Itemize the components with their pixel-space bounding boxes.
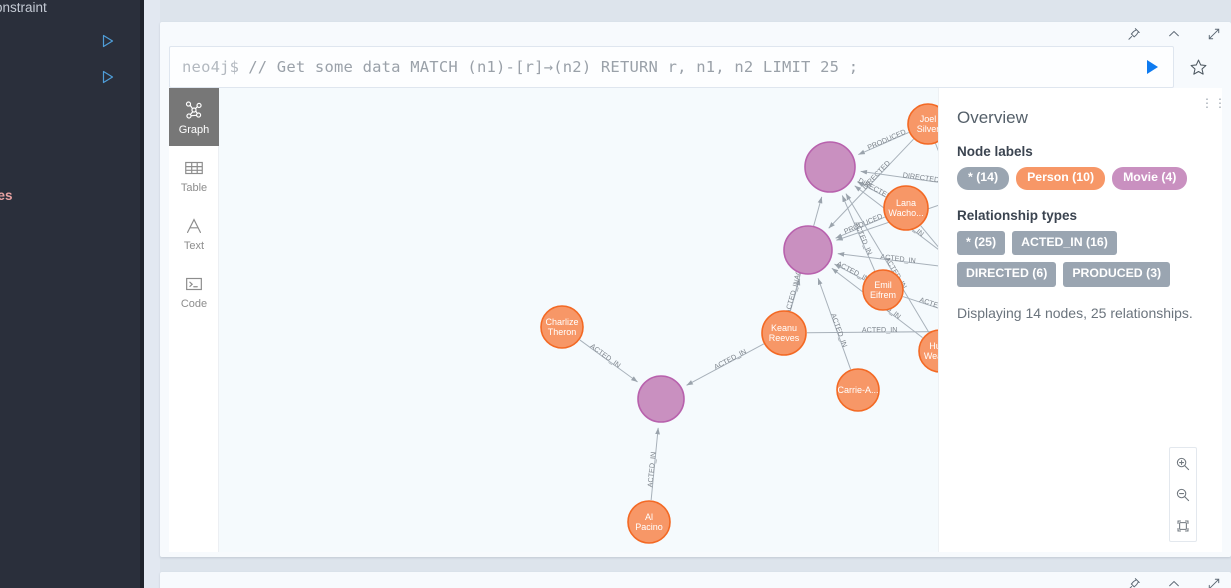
result-area: Graph Table Text: [169, 88, 1222, 552]
tab-code-label: Code: [180, 297, 208, 310]
graph-relationship[interactable]: [837, 252, 942, 267]
graph-relationship[interactable]: [828, 138, 914, 229]
result-view-tabs: Graph Table Text: [169, 88, 219, 552]
overview-status: Displaying 14 nodes, 25 relationships.: [957, 304, 1193, 321]
sidebar-divider: [140, 0, 144, 588]
play-triangle-icon[interactable]: [100, 33, 116, 49]
run-query-button[interactable]: [1137, 52, 1167, 82]
relationship-type-chip-2[interactable]: DIRECTED (6): [957, 262, 1057, 287]
zoom-in-icon[interactable]: [1170, 448, 1196, 479]
resize-handle-icon[interactable]: ⋮⋮: [1201, 96, 1222, 110]
sidebar-gutter: [144, 0, 160, 588]
chevron-up-icon[interactable]: [1165, 575, 1183, 588]
relationship-label: ACTED_IN: [829, 312, 849, 349]
tab-graph[interactable]: Graph: [169, 88, 219, 146]
relationship-types-heading: Relationship types: [957, 207, 1078, 223]
table-icon: [183, 157, 205, 179]
query-editor-row: neo4j$ // Get some data MATCH (n1)-[r]→(…: [169, 46, 1222, 88]
graph-node[interactable]: [637, 375, 685, 423]
relationship-label: ACTED_IN: [588, 342, 622, 370]
expand-icon[interactable]: [1205, 575, 1223, 588]
relationship-label: DIRECTED: [902, 170, 940, 184]
graph-node[interactable]: [804, 141, 856, 193]
relationship-type-chip-3[interactable]: PRODUCED (3): [1063, 262, 1171, 287]
zoom-out-icon[interactable]: [1170, 479, 1196, 510]
graph-relationship[interactable]: [835, 216, 886, 239]
text-icon: [183, 215, 205, 237]
tab-table-label: Table: [180, 181, 208, 194]
graph-relationship[interactable]: [858, 131, 909, 156]
graph-zoom-controls: [1169, 447, 1197, 542]
chevron-up-icon[interactable]: [1165, 25, 1183, 43]
graph-relationship[interactable]: [579, 339, 638, 383]
expand-icon[interactable]: [1205, 25, 1223, 43]
graph-relationship[interactable]: [650, 427, 660, 501]
graph-visualization[interactable]: PRODUCEDDIRECTEDPRODUCEDDIRECTEDDIRECTED…: [219, 88, 1222, 552]
graph-node[interactable]: LanaWacho...: [883, 185, 929, 231]
pin-icon[interactable]: [1125, 575, 1143, 588]
graph-relationship[interactable]: [834, 263, 865, 281]
node-label-chip-1[interactable]: Person (10): [1016, 167, 1106, 190]
graph-relationship[interactable]: [857, 181, 886, 198]
graph-relationship[interactable]: [845, 193, 930, 333]
relationship-type-chip-0[interactable]: * (25): [957, 230, 1006, 256]
left-sidebar: erty constraint ures: [0, 0, 140, 588]
query-editor[interactable]: neo4j$ // Get some data MATCH (n1)-[r]→(…: [169, 46, 1174, 88]
node-labels-chip-row: * (14) Person (10) Movie (4): [957, 167, 1204, 190]
frame-titlebar: [160, 22, 1231, 46]
relationship-label: ACTED_IN: [852, 220, 874, 256]
graph-node[interactable]: Carrie-A...: [836, 368, 880, 412]
tab-graph-label: Graph: [178, 123, 210, 136]
sidebar-text-procedures: ures: [0, 188, 13, 203]
tab-table[interactable]: Table: [169, 146, 219, 204]
pin-icon[interactable]: [1125, 25, 1143, 43]
graph-relationship[interactable]: [789, 278, 801, 312]
query-input-text[interactable]: // Get some data MATCH (n1)-[r]→(n2) RET…: [248, 58, 859, 76]
relationship-label: ACTED_IN: [712, 347, 748, 372]
relationship-label: ACTED_IN: [862, 325, 898, 334]
code-icon: [183, 273, 205, 295]
tab-code[interactable]: Code: [169, 262, 219, 320]
tab-text-label: Text: [183, 239, 205, 252]
node-label-chip-0[interactable]: * (14): [957, 167, 1010, 190]
graph-icon: [183, 99, 205, 121]
query-result-frame: neo4j$ // Get some data MATCH (n1)-[r]→(…: [160, 22, 1231, 557]
favorite-button[interactable]: [1174, 46, 1222, 88]
sidebar-text-property-constraint: erty constraint: [0, 0, 47, 15]
fit-to-screen-icon[interactable]: [1170, 510, 1196, 541]
next-frame-titlebar: [160, 572, 1231, 588]
relationship-type-chip-1[interactable]: ACTED_IN (16): [1012, 230, 1117, 256]
graph-relationship[interactable]: [841, 195, 876, 271]
graph-node[interactable]: [783, 225, 833, 275]
relationship-types-chip-row: * (25)ACTED_IN (16) DIRECTED (6)PRODUCED …: [957, 230, 1204, 287]
relationship-label: ACTED_IN: [783, 278, 802, 315]
node-labels-heading: Node labels: [957, 144, 1033, 159]
relationship-label: ACTED_IN: [880, 252, 916, 265]
editor-prompt: neo4j$: [182, 58, 240, 76]
overview-title: Overview: [957, 108, 1028, 127]
relationship-label: ACTED_IN: [645, 451, 657, 487]
relationship-label: PRODUCED: [866, 127, 907, 152]
node-label-chip-2[interactable]: Movie (4): [1112, 167, 1188, 190]
play-triangle-icon[interactable]: [100, 69, 116, 85]
graph-relationship[interactable]: [817, 278, 852, 370]
next-frame: [160, 572, 1231, 588]
tab-text[interactable]: Text: [169, 204, 219, 262]
graph-relationship[interactable]: [686, 343, 764, 386]
